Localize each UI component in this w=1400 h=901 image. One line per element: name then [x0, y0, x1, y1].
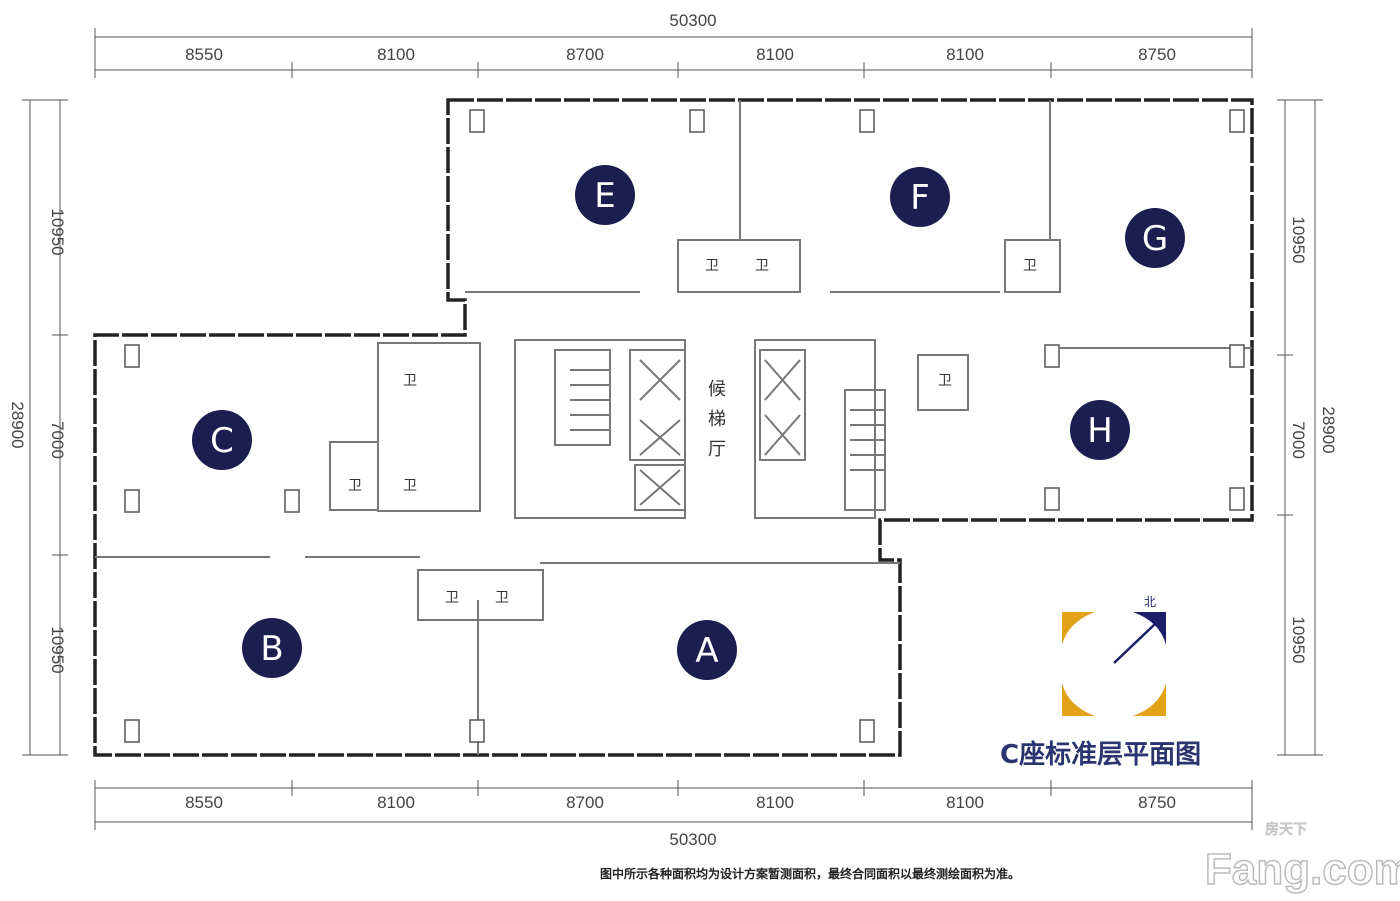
svg-text:8100: 8100 [377, 45, 415, 64]
unit-badge-a[interactable]: A [677, 620, 737, 680]
unit-badge-c[interactable]: C [192, 410, 252, 470]
svg-text:8550: 8550 [185, 793, 223, 812]
top-total-dimension: 50300 [669, 11, 716, 30]
svg-text:B: B [260, 629, 283, 669]
top-dimension-lines [22, 28, 1323, 830]
svg-text:10950: 10950 [1289, 616, 1308, 663]
svg-text:卫: 卫 [445, 590, 459, 606]
svg-text:梯: 梯 [708, 409, 726, 430]
watermark-en: Fang.com [1205, 845, 1400, 894]
right-dimensions: 10950 7000 10950 28900 [1289, 216, 1338, 663]
elevator-lobby-label: 候 梯 厅 [708, 379, 726, 460]
svg-text:8750: 8750 [1138, 793, 1176, 812]
unit-badge-b[interactable]: B [242, 618, 302, 678]
svg-text:G: G [1142, 219, 1168, 259]
svg-text:7000: 7000 [48, 421, 67, 459]
bottom-segment-dimensions: 8550 8100 8700 8100 8100 8750 [185, 793, 1176, 812]
svg-text:卫: 卫 [403, 478, 417, 494]
unit-badge-f[interactable]: F [890, 167, 950, 227]
svg-text:卫: 卫 [403, 373, 417, 389]
svg-text:10950: 10950 [1289, 216, 1308, 263]
bottom-total-dimension: 50300 [669, 830, 716, 849]
svg-text:8100: 8100 [946, 793, 984, 812]
svg-text:8550: 8550 [185, 45, 223, 64]
svg-text:卫: 卫 [755, 258, 769, 274]
svg-text:8100: 8100 [756, 45, 794, 64]
svg-text:10950: 10950 [48, 208, 67, 255]
svg-text:10950: 10950 [48, 626, 67, 673]
left-dimensions: 10950 7000 10950 28900 [8, 208, 67, 673]
restroom-labels: 卫 卫 卫 卫 卫 卫 卫 卫 卫 [348, 258, 1037, 606]
interior-walls [95, 100, 1252, 755]
svg-text:F: F [910, 178, 930, 218]
svg-text:E: E [594, 176, 615, 216]
svg-text:8700: 8700 [566, 45, 604, 64]
top-segment-dimensions: 8550 8100 8700 8100 8100 8750 [185, 45, 1176, 64]
area-note: 图中所示各种面积均为设计方案暂测面积，最终合同面积以最终测绘面积为准。 [600, 866, 1020, 881]
svg-text:8750: 8750 [1138, 45, 1176, 64]
svg-text:卫: 卫 [705, 258, 719, 274]
svg-text:A: A [695, 631, 718, 671]
svg-text:28900: 28900 [8, 401, 27, 448]
svg-text:8100: 8100 [377, 793, 415, 812]
watermark-logo: 房天下 Fang.com [1204, 822, 1400, 895]
svg-text:卫: 卫 [348, 478, 362, 494]
building-outline [93, 98, 1254, 757]
svg-text:8100: 8100 [946, 45, 984, 64]
svg-text:厅: 厅 [708, 439, 726, 460]
columns [124, 109, 1245, 743]
north-label: 北 [1144, 595, 1156, 609]
svg-text:卫: 卫 [495, 590, 509, 606]
unit-badge-h[interactable]: H [1070, 400, 1130, 460]
svg-text:卫: 卫 [938, 373, 952, 389]
svg-text:28900: 28900 [1319, 406, 1338, 453]
svg-text:卫: 卫 [1023, 258, 1037, 274]
svg-text:H: H [1087, 411, 1113, 451]
svg-text:8700: 8700 [566, 793, 604, 812]
svg-text:C: C [210, 421, 234, 461]
watermark-cn: 房天下 [1265, 822, 1307, 838]
unit-badge-g[interactable]: G [1125, 208, 1185, 268]
svg-text:7000: 7000 [1289, 421, 1308, 459]
svg-text:候: 候 [708, 379, 726, 400]
svg-text:8100: 8100 [756, 793, 794, 812]
north-compass-icon: 北 [1062, 595, 1166, 716]
unit-badge-e[interactable]: E [575, 165, 635, 225]
plan-title: C座标准层平面图 [1000, 739, 1201, 770]
